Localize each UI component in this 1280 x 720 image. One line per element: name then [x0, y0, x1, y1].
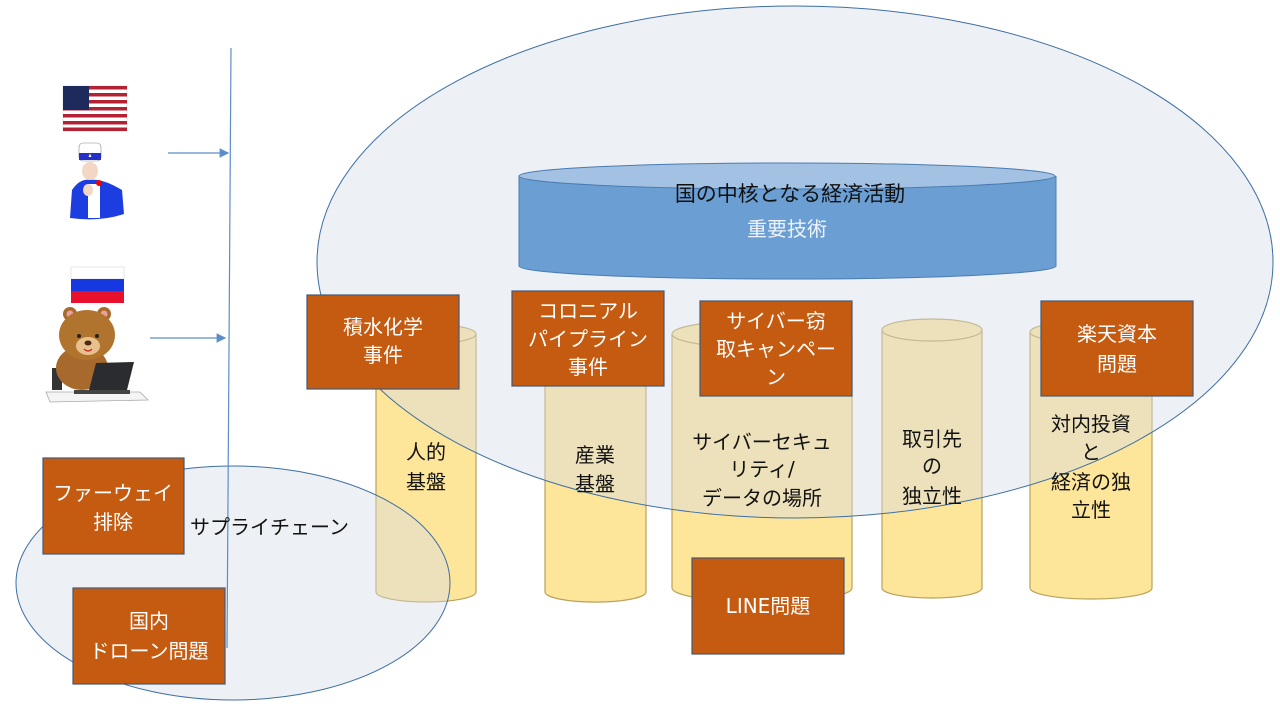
- bear-with-laptop-icon: [45, 307, 149, 403]
- label-line: 国内: [129, 609, 169, 633]
- label-line: 基盤: [575, 472, 615, 496]
- us-flag-icon: [62, 85, 128, 132]
- label-line: ドローン問題: [90, 639, 209, 663]
- label-line: と: [1081, 440, 1101, 464]
- label-line: 取キャンペー: [716, 337, 836, 361]
- label-line: 人的: [406, 440, 446, 464]
- core-subtitle: 重要技術: [747, 217, 827, 241]
- label-line: リティ/: [729, 457, 795, 481]
- label-line: 産業: [575, 443, 615, 467]
- label-line: 取引先: [902, 427, 962, 451]
- pillar-industry-label: 産業 基盤: [575, 443, 615, 496]
- incident-colonial-pipeline: コロニアル パイプライン 事件: [511, 290, 665, 387]
- boundary-line: [226, 47, 232, 649]
- label-line: 問題: [1097, 352, 1137, 376]
- incident-cyber-campaign: サイバー窃 取キャンペー ン: [699, 300, 853, 397]
- pillar-supplier: [881, 318, 983, 599]
- label-line: ファーウェイ: [53, 481, 173, 505]
- russia-flag-icon: [70, 266, 125, 303]
- incident-huawei: ファーウェイ 排除: [42, 457, 185, 555]
- incident-line: LINE問題: [691, 557, 845, 655]
- pillar-investment-label: 対内投資 と 経済の独 立性: [1051, 412, 1131, 522]
- label-line: ン: [766, 365, 786, 389]
- label-line: 事件: [363, 343, 403, 367]
- label-line: の: [922, 454, 942, 478]
- supply-chain-label: サプライチェーン: [190, 515, 349, 539]
- incident-drone: 国内 ドローン問題: [72, 587, 226, 685]
- pillar-cyber-label: サイバーセキュ リティ/ データの場所: [692, 430, 832, 510]
- incident-sekisui: 積水化学 事件: [306, 294, 460, 390]
- core-cylinder: [518, 162, 1057, 280]
- label-line: サイバーセキュ: [692, 430, 832, 454]
- label-line: データの場所: [702, 486, 822, 510]
- core-title: 国の中核となる経済活動: [675, 182, 905, 206]
- label-line: 排除: [93, 510, 133, 534]
- label-line: 楽天資本: [1077, 322, 1157, 346]
- label-line: 積水化学: [343, 315, 423, 339]
- label-line: パイプライン: [528, 327, 648, 351]
- label-line: サイバー窃: [726, 309, 826, 333]
- label-line: LINE問題: [726, 594, 811, 618]
- label-line: 立性: [1071, 498, 1111, 522]
- pillar-human-label: 人的 基盤: [406, 440, 446, 494]
- label-line: 独立性: [902, 484, 962, 508]
- label-line: 経済の独: [1051, 470, 1131, 494]
- label-line: 基盤: [406, 470, 446, 494]
- label-line: 対内投資: [1051, 412, 1131, 436]
- label-line: コロニアル: [538, 299, 638, 323]
- uncle-sam-icon: [70, 142, 124, 220]
- pillar-supplier-label: 取引先 の 独立性: [902, 427, 962, 508]
- incident-rakuten: 楽天資本 問題: [1040, 300, 1194, 397]
- label-line: 事件: [568, 355, 608, 379]
